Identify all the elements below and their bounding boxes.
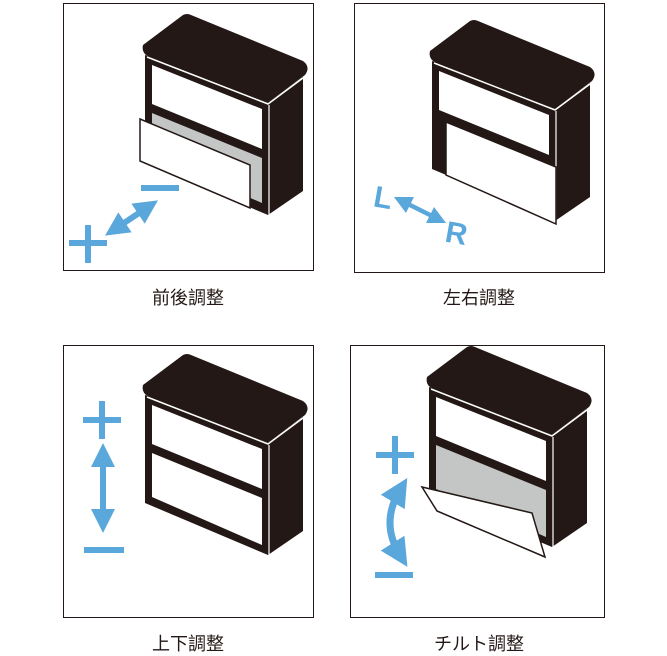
cabinet <box>141 353 309 556</box>
plus-icon <box>376 436 414 474</box>
panel-left-right: L R <box>354 3 605 273</box>
plus-icon <box>69 225 107 263</box>
right-letter: R <box>443 216 470 252</box>
panel-frame <box>354 3 605 273</box>
label-left-right: 左右調整 <box>443 288 515 309</box>
drawer-shifted <box>445 120 557 226</box>
panel-frame <box>63 345 314 618</box>
panel-up-down <box>63 345 314 618</box>
cabinet <box>428 19 596 226</box>
panel-tilt <box>350 345 605 618</box>
cabinet <box>420 345 593 559</box>
plus-icon <box>83 401 121 439</box>
panel-front-back <box>63 3 314 271</box>
double-arrow-icon <box>105 200 158 236</box>
drawer-tilted <box>420 485 547 559</box>
curved-arrow-icon <box>380 478 408 567</box>
minus-icon <box>84 547 124 553</box>
label-tilt: チルト調整 <box>434 634 524 655</box>
label-front-back: 前後調整 <box>152 288 224 309</box>
panel-frame <box>63 3 314 271</box>
left-letter: L <box>371 181 395 217</box>
double-arrow-icon <box>393 196 447 224</box>
cabinet <box>139 13 309 216</box>
drawer-pulled-out <box>139 117 251 210</box>
panel-frame <box>350 345 605 618</box>
minus-icon <box>375 572 413 578</box>
minus-icon <box>141 185 179 191</box>
label-up-down: 上下調整 <box>152 634 224 655</box>
drawer-lower <box>152 453 262 545</box>
